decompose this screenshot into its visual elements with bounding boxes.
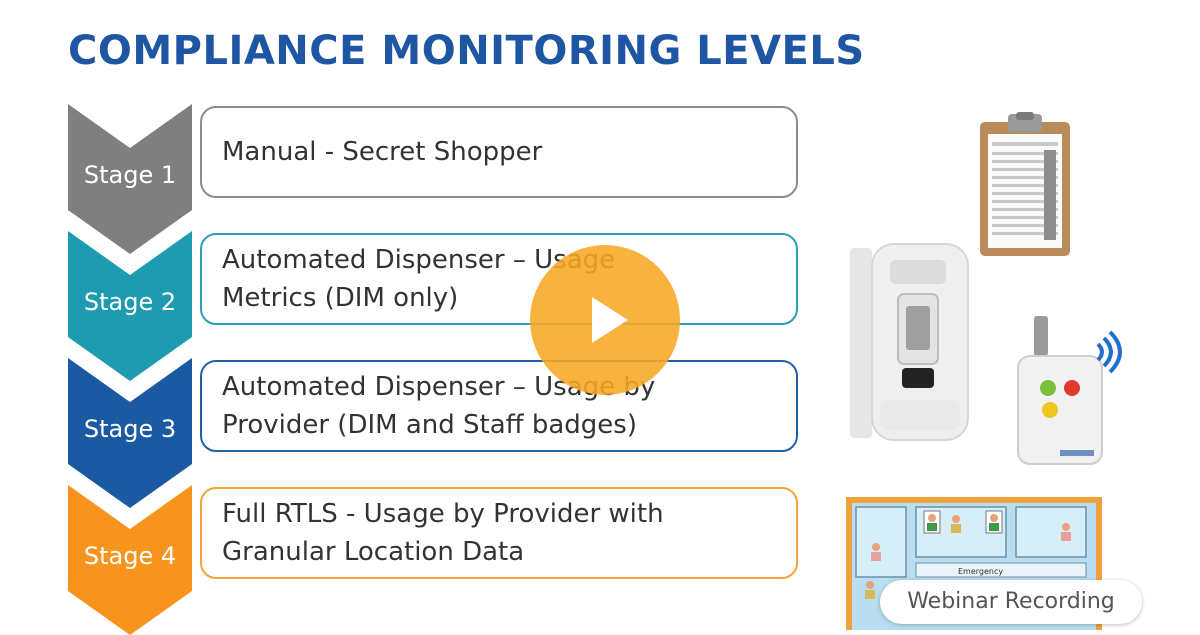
- webinar-recording-badge[interactable]: Webinar Recording: [880, 580, 1142, 624]
- stage-4-chevron: Stage 4: [68, 485, 192, 635]
- stage-2-label: Stage 2: [83, 288, 177, 316]
- stage-4-label: Stage 4: [83, 542, 177, 570]
- staff-badge-icon: [1017, 316, 1122, 465]
- floorplan-label: Emergency: [958, 567, 1003, 576]
- stage-4-text-line-2: Granular Location Data: [222, 537, 525, 567]
- stage-4-text-line-1: Full RTLS - Usage by Provider with: [222, 499, 664, 529]
- stage-3-text-line-2: Provider (DIM and Staff badges): [222, 410, 637, 440]
- play-icon: [592, 297, 628, 343]
- slide-title: COMPLIANCE MONITORING LEVELS: [68, 28, 865, 74]
- stage-1-label: Stage 1: [83, 161, 177, 189]
- stage-2-chevron: Stage 2: [68, 231, 192, 381]
- stage-3-chevron: Stage 3: [68, 358, 192, 508]
- stage-3-label: Stage 3: [83, 415, 177, 443]
- stage-1-chevron: Stage 1: [68, 104, 192, 254]
- hand-sanitizer-dispenser-icon: [850, 243, 969, 441]
- stage-1-box: Manual - Secret Shopper: [200, 106, 798, 198]
- stage-2-box: Automated Dispenser – Usage Metrics (DIM…: [200, 233, 798, 325]
- play-button[interactable]: [530, 245, 680, 395]
- stage-3-box: Automated Dispenser – Usage by Provider …: [200, 360, 798, 452]
- stage-1-text-line-1: Manual - Secret Shopper: [222, 137, 543, 167]
- stage-4-box: Full RTLS - Usage by Provider with Granu…: [200, 487, 798, 579]
- stage-2-text-line-2: Metrics (DIM only): [222, 283, 459, 313]
- clipboard-icon: [980, 112, 1070, 256]
